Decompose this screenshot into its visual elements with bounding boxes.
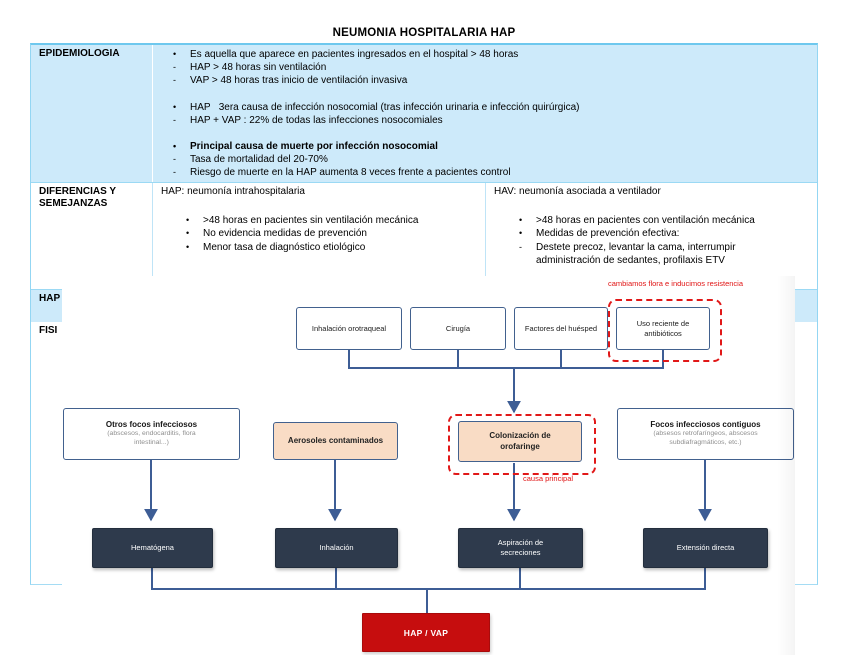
box-label: Extensión directa [676,543,735,553]
item-text: Es aquella que aparece en pacientes ingr… [190,49,519,60]
route-box-hematogena: Hematógena [92,528,213,568]
bullet-marker: - [173,154,176,165]
list-item: • Medidas de prevención efectiva: [519,227,809,241]
box-label: Inhalación orotraqueal [311,323,387,333]
bullet-marker: - [173,114,176,125]
flow-box-uso-antibioticos: Uso reciente de antibióticos [616,307,710,350]
page-title: NEUMONIA HOSPITALARIA HAP [332,27,516,39]
bullet-marker: - [173,167,176,178]
column-header: HAV: neumonía asociada a ventilador [494,186,661,197]
item-text: Destete precoz, levantar la cama, interr… [536,241,739,267]
highlight-dashed-colonizacion [448,414,596,475]
list-item: - Riesgo de muerte en la HAP aumenta 8 ve… [173,166,813,179]
list-item: • No evidencia medidas de prevención [186,227,477,241]
list-item: • >48 horas en pacientes con ventilación … [519,214,809,228]
table-row-epidemiologia: EPIDEMIOLOGIA • Es aquella que aparece en… [31,45,817,183]
route-box-inhalacion: Inhalación [275,528,398,568]
flow-box-factores-huesped: Factores del huésped [514,307,608,350]
comparison-columns: HAP: neumonía intrahospitalaria • >48 hor… [153,183,817,289]
row-content: • Es aquella que aparece en pacientes ing… [153,45,817,182]
bullet-marker: - [173,62,176,73]
row-label: EPIDEMIOLOGIA [31,45,153,182]
bullet-marker: - [173,75,176,86]
flow-box-focos-contiguos: Focos infecciosos contiguos (absesos ret… [617,408,794,460]
box-title: Focos infecciosos contiguos [650,419,761,429]
bullet-marker: • [519,228,523,238]
list-item: • HAP 3era causa de infección nosocomial … [173,101,813,114]
bullet-marker: • [173,101,177,112]
item-text: VAP > 48 horas tras inicio de ventilació… [190,75,408,87]
flow-box-aerosoles: Aerosoles contaminados [273,422,398,460]
list-item: • >48 horas en pacientes sin ventilación … [186,214,477,228]
bullet-list: • >48 horas en pacientes con ventilación … [494,214,813,268]
item-text: Riesgo de muerte en la HAP aumenta 8 vec… [190,167,511,179]
bullet-marker: • [519,214,523,225]
item-text: Medidas de prevención efectiva: [536,228,680,239]
box-label: Inhalación [319,543,354,553]
list-item: - HAP + VAP : 22% de todas las infeccione… [173,114,813,127]
box-subtext: (abscesos, endocarditis, flora intestina… [107,430,196,447]
row-content: HAP: neumonía intrahospitalaria • >48 hor… [153,183,817,289]
row-label: HAP [39,293,61,304]
list-item: • Menor tasa de diagnóstico etiológico [186,241,477,255]
table-row-diferencias: DIFERENCIAS Y SEMEJANZAS HAP: neumonía i… [31,183,817,289]
bullet-marker: • [186,214,190,225]
item-text: Menor tasa de diagnóstico etiológico [203,241,366,253]
flow-box-cirugia: Cirugía [410,307,506,350]
box-label: Aerosoles contaminados [287,435,384,445]
item-text: No evidencia medidas de prevención [203,228,367,239]
list-item: - Tasa de mortalidad del 20-70% [173,153,813,166]
box-label: Cirugía [445,323,471,333]
column-hap: HAP: neumonía intrahospitalaria • >48 hor… [153,183,486,289]
list-item: - Destete precoz, levantar la cama, inter… [519,241,809,268]
box-label: Aspiración de secreciones [497,538,544,557]
box-title: Otros focos infecciosos [105,419,198,429]
annotation-antibiotic-warning: cambiamos flora e inducimos resistencia [607,279,743,288]
flow-box-inhalacion-orotraqueal: Inhalación orotraqueal [296,307,402,350]
highlight-dashed-antibioticos [608,299,722,362]
column-header: HAP: neumonía intrahospitalaria [161,186,305,197]
item-text: HAP + VAP : 22% de todas las infecciones… [190,114,443,126]
bullet-list: • Es aquella que aparece en pacientes ing… [153,48,817,180]
item-text: HAP 3era causa de infección nosocomial (… [190,101,580,113]
bullet-marker: • [173,141,177,152]
result-box-hap-vap: HAP / VAP [362,613,490,652]
route-box-aspiracion-secreciones: Aspiración de secreciones [458,528,583,568]
bullet-list: • >48 horas en pacientes sin ventilación … [161,214,481,255]
list-item: - HAP > 48 horas sin ventilación [173,61,813,74]
box-label: HAP / VAP [403,627,449,638]
bullet-marker: - [519,241,522,252]
route-box-extension-directa: Extensión directa [643,528,768,568]
box-label: Hematógena [131,543,174,553]
annotation-causa-principal: causa principal [523,474,574,483]
list-item: • Principal causa de muerte por infección… [173,140,813,153]
pathophysiology-flowchart: cambiamos flora e inducimos resistencia … [62,276,795,655]
connector-lines [144,349,712,614]
flow-box-colonizacion-orofaringe: Colonización de orofaringe [458,421,582,462]
list-item: - VAP > 48 horas tras inicio de ventilaci… [173,74,813,87]
item-text: HAP > 48 horas sin ventilación [190,62,327,74]
item-text: Tasa de mortalidad del 20-70% [190,154,328,166]
row-label: DIFERENCIAS Y SEMEJANZAS [31,183,153,289]
flow-box-otros-focos: Otros focos infecciosos (abscesos, endoc… [63,408,240,460]
box-label: Colonización de orofaringe [489,431,551,451]
box-label: Uso reciente de antibióticos [636,319,690,338]
item-text: >48 horas en pacientes sin ventilación m… [203,214,419,226]
item-text: Principal causa de muerte por infección … [190,141,438,153]
bullet-marker: • [173,49,177,59]
box-label: Factores del huésped [524,323,598,333]
column-hav: HAV: neumonía asociada a ventilador • >48… [486,183,817,289]
item-text: >48 horas en pacientes con ventilación m… [536,214,755,226]
bullet-marker: • [186,228,190,238]
bullet-marker: • [186,241,190,252]
box-subtext: (absesos retrofaríngeos, abscesos subdia… [653,430,758,447]
row-label: FISI [39,325,58,336]
list-item: • Es aquella que aparece en pacientes ing… [173,48,813,61]
